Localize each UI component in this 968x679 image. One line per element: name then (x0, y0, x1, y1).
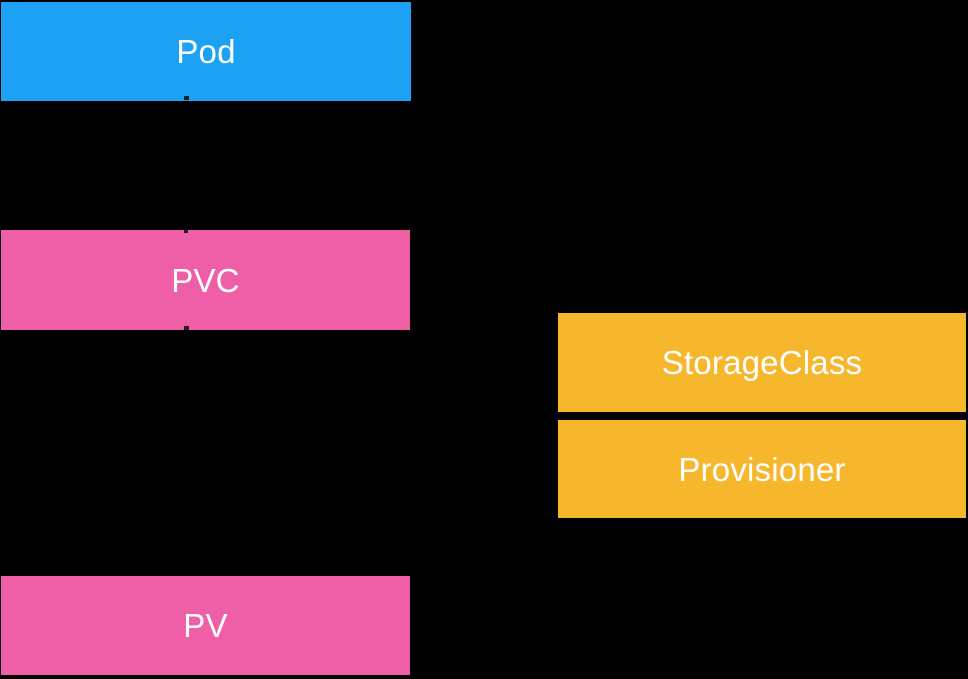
node-provisioner[interactable]: Provisioner (558, 420, 966, 518)
node-pod[interactable]: Pod (1, 2, 411, 101)
node-storageclass[interactable]: StorageClass (558, 313, 966, 412)
node-storageclass-label: StorageClass (661, 344, 863, 381)
connector-stub-pvc-bottom (184, 326, 189, 330)
node-pv[interactable]: PV (1, 576, 410, 675)
node-pv-label: PV (183, 607, 228, 644)
connector-stub-pod-bottom (184, 96, 189, 100)
connector-stub-pvc-top (184, 230, 188, 233)
node-pvc[interactable]: PVC (1, 230, 410, 330)
node-pvc-label: PVC (171, 261, 240, 299)
node-provisioner-label: Provisioner (678, 450, 846, 488)
node-pod-label: Pod (176, 33, 236, 70)
